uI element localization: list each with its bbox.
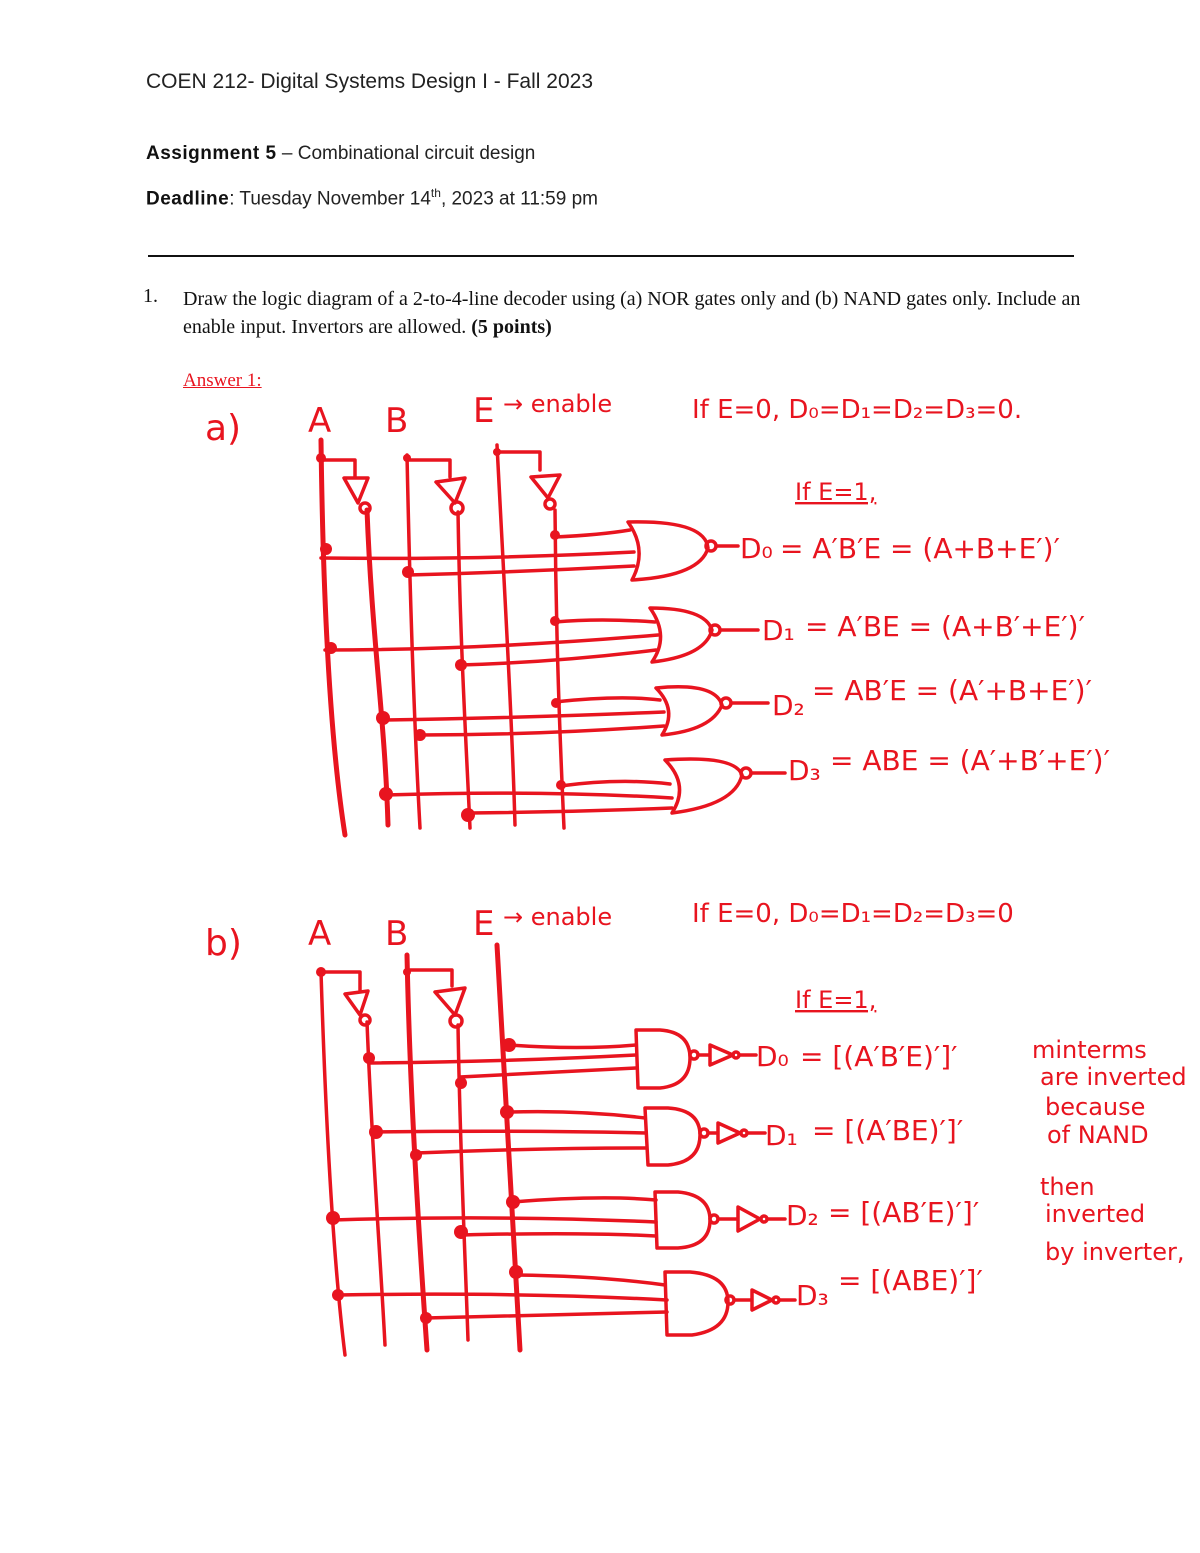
inverter-e-icon [495, 450, 562, 500]
rail-e [494, 942, 523, 1353]
side-note-line: because [1045, 1093, 1145, 1121]
part-a-junction-dots [316, 448, 566, 822]
part-b-d2-expr: = [(AB′E)′]′ [828, 1196, 979, 1229]
part-a-input-a: A [308, 401, 331, 441]
part-a-diagram: a) A B E → enable If E=0, D₀=D₁=D₂=D₃=0.… [205, 390, 1110, 838]
side-note-line: are inverted [1040, 1063, 1187, 1091]
inverter-a-icon [319, 458, 370, 505]
assignment-topic: Combinational circuit design [297, 143, 536, 164]
deadline-date: : Tuesday November 14 [229, 188, 431, 210]
part-b-d3-expr: = [(ABE)′]′ [838, 1264, 983, 1297]
nand-gate-d3-icon [336, 1270, 797, 1337]
part-b-diagram: b) A B E → enable If E=0, D₀=D₁=D₂=D₃=0 … [205, 899, 1187, 1357]
part-a-input-b: B [385, 401, 408, 441]
deadline-label: Deadline [146, 188, 230, 210]
part-b-d0-expr: = [(A′B′E)′]′ [800, 1040, 958, 1073]
part-a-d3-expr: = ABE = (A′+B′+E′)′ [830, 744, 1110, 777]
nor-gate-d0-icon [319, 520, 740, 582]
inverter-a-icon [319, 970, 370, 1017]
nor-gate-d2-icon [383, 685, 770, 737]
nand-gate-d0-icon [368, 1028, 758, 1090]
part-a-input-e: E [473, 391, 494, 431]
side-note-line: then [1040, 1173, 1095, 1201]
assignment-line: Assignment 5 – Combinational circuit des… [146, 143, 535, 165]
rail-b [405, 453, 422, 830]
part-b-d1-label: D₁ [765, 1119, 798, 1152]
answer-label: Answer 1: [183, 370, 262, 391]
rail-a [319, 970, 347, 1357]
part-b-d2-label: D₂ [786, 1199, 819, 1232]
part-b-side-note: minterms are inverted because of NAND th… [1032, 1036, 1187, 1266]
part-b-input-b: B [385, 914, 408, 954]
horizontal-divider [148, 255, 1074, 257]
assignment-label: Assignment 5 [146, 143, 277, 164]
part-b-d3-label: D₃ [796, 1279, 829, 1312]
rail-b-bar [456, 1023, 470, 1342]
part-a-disabled-condition: If E=0, D₀=D₁=D₂=D₃=0. [692, 395, 1022, 425]
part-a-d1-expr: = A′BE = (A+B′+E′)′ [805, 610, 1085, 643]
part-b-junction-dots [316, 967, 523, 1324]
nor-gate-d1-icon [323, 606, 760, 667]
deadline-line: Deadline: Tuesday November 14th, 2023 at… [146, 186, 598, 210]
side-note-line: by inverter, [1045, 1238, 1184, 1266]
part-a-d2-label: D₂ [772, 689, 805, 722]
rail-a [318, 437, 348, 838]
part-a-label: a) [205, 408, 241, 449]
part-a-d1-label: D₁ [762, 614, 795, 647]
inverter-b-icon [405, 458, 467, 505]
rail-b [404, 952, 430, 1353]
part-b-disabled-condition: If E=0, D₀=D₁=D₂=D₃=0 [692, 899, 1014, 929]
rail-a-bar [365, 1020, 387, 1347]
deadline-time: , 2023 at 11:59 pm [440, 188, 598, 210]
part-b-enabled-condition: If E=1, [795, 986, 876, 1014]
question-number: 1. [143, 285, 158, 307]
part-a-d0-expr: = A′B′E = (A+B+E′)′ [780, 532, 1060, 565]
deadline-ordinal: th [430, 186, 441, 200]
inverter-b-icon [405, 968, 467, 1017]
part-a-d2-expr: = AB′E = (A′+B+E′)′ [812, 674, 1092, 707]
course-title: COEN 212- Digital Systems Design I - Fal… [146, 70, 593, 93]
part-b-input-e: E [473, 904, 494, 944]
question-body: Draw the logic diagram of a 2-to-4-line … [183, 288, 1081, 338]
part-b-label: b) [205, 923, 242, 964]
part-a-enable-note: → enable [503, 390, 612, 418]
side-note-line: inverted [1045, 1200, 1145, 1228]
part-b-input-a: A [308, 914, 331, 954]
assignment-separator: – [276, 143, 298, 164]
question-text: Draw the logic diagram of a 2-to-4-line … [183, 285, 1103, 341]
side-note-line: of NAND [1047, 1121, 1149, 1149]
part-b-d1-expr: = [(A′BE)′]′ [812, 1114, 963, 1147]
part-a-d0-label: D₀ [740, 532, 773, 565]
side-note-line: minterms [1032, 1036, 1147, 1064]
part-a-d3-label: D₃ [788, 754, 821, 787]
question-points: (5 points) [471, 316, 552, 338]
nand-gate-d1-icon [374, 1106, 767, 1167]
nor-gate-d3-icon [383, 757, 787, 815]
part-b-d0-label: D₀ [756, 1040, 789, 1073]
part-a-enabled-condition: If E=1, [795, 478, 876, 506]
rail-e [495, 443, 517, 827]
nand-gate-d2-icon [331, 1190, 787, 1250]
part-b-enable-note: → enable [503, 903, 612, 931]
